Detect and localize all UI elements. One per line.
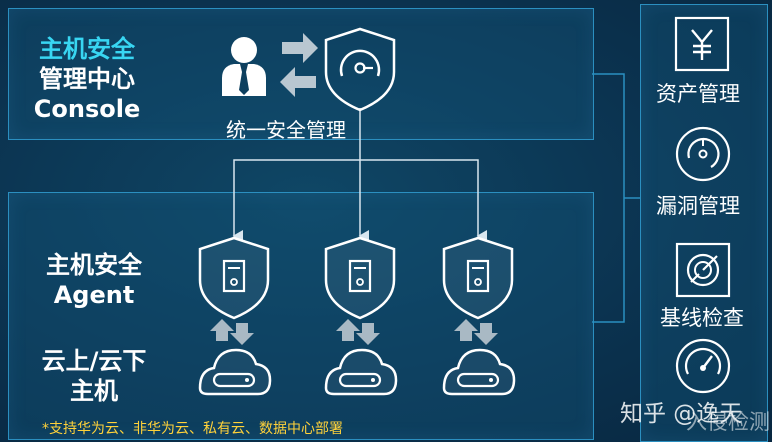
agent-title-line2: Agent [53,281,135,309]
console-panel [8,8,594,140]
admin-user-icon [222,37,266,96]
deployment-footnote: *支持华为云、非华为云、私有云、数据中心部署 [42,421,343,437]
sidebar-item-label: 资产管理 [656,82,740,106]
cloud-host-icon [324,348,398,396]
host-title-line1: 云上/云下 [41,347,147,375]
panel-connectors [592,73,640,323]
gauge-icon [675,338,731,394]
sidebar-item-label: 入侵检测 [686,410,770,434]
console-title: 主机安全 管理中心 Console [22,34,152,124]
host-title-line2: 主机 [70,377,118,405]
agent-panel [8,192,594,440]
distribution-lines [232,108,487,242]
sync-arrows-icon [454,319,498,345]
cloud-host-icon [198,348,272,396]
agent-title: 主机安全 Agent [24,250,164,310]
watermark: 知乎 @逸天 [620,401,743,427]
exchange-arrows-icon [280,33,318,97]
sync-arrows-icon [210,319,254,345]
console-title-line1: 主机安全 [39,35,135,63]
agent-title-line1: 主机安全 [46,251,142,279]
unified-management-label: 统一安全管理 [226,118,346,142]
agent-shield-icon [198,236,270,320]
agent-shield-icon [324,236,396,320]
sidebar-item-label: 基线检查 [660,306,744,330]
agent-shield-icon [442,236,514,320]
cloud-host-icon [442,348,516,396]
host-title: 云上/云下 主机 [24,346,164,406]
vulnerability-icon [675,126,731,182]
radar-icon [675,242,731,298]
console-title-line2: 管理中心 [39,65,135,93]
yen-icon [674,16,730,72]
sidebar-item-label: 漏洞管理 [656,194,740,218]
console-title-line3: Console [33,95,141,123]
sync-arrows-icon [336,319,380,345]
console-shield-icon [324,27,396,112]
